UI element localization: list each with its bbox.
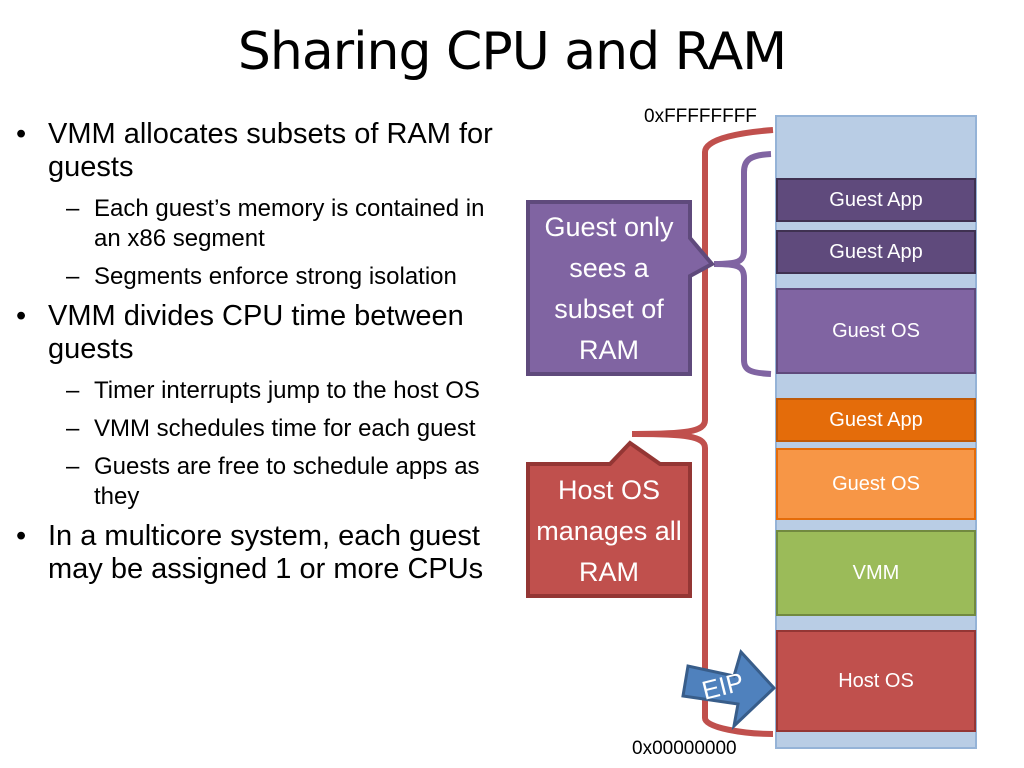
guest-brace: [713, 151, 772, 377]
memory-block-guest-os: Guest OS: [776, 448, 976, 520]
bottom-address-label: 0x00000000: [632, 738, 737, 759]
bullet-item: •VMM divides CPU time between guests: [16, 300, 464, 365]
bullet-item: •VMM allocates subsets of RAM for guests: [16, 118, 493, 183]
host-callout-text: Host OS manages all RAM: [536, 475, 682, 587]
guest-callout-box: [526, 200, 716, 376]
top-address-label: 0xFFFFFFFF: [644, 106, 757, 127]
sub-bullet-text: Timer interrupts jump to the host OS: [94, 377, 480, 404]
memory-block-vmm: VMM: [776, 530, 976, 616]
host-callout-box: [526, 440, 692, 598]
sub-bullet-text: Segments enforce strong isolation: [94, 263, 457, 290]
sub-bullet-item: –Each guest’s memory is contained in an …: [66, 195, 485, 252]
bullet-list: •VMM allocates subsets of RAM for guests…: [14, 118, 494, 596]
memory-block-host-os: Host OS: [776, 630, 976, 732]
bullet-text: VMM allocates subsets of RAM for guests: [48, 118, 493, 183]
sub-bullet-item: –Guests are free to schedule apps as the…: [66, 453, 480, 510]
guest-callout-text: Guest only sees a subset of RAM: [544, 212, 674, 365]
slide-title: Sharing CPU and RAM: [237, 22, 787, 82]
bullet-text: In a multicore system, each guest may be…: [48, 520, 484, 585]
sub-bullet-item: –VMM schedules time for each guest: [66, 415, 476, 442]
bullet-item: •In a multicore system, each guest may b…: [16, 520, 484, 585]
memory-block-guest-app: Guest App: [776, 178, 976, 222]
eip-arrow: [681, 649, 777, 731]
memory-block-guest-app: Guest App: [776, 230, 976, 274]
sub-bullet-text: Each guest’s memory is contained in an x…: [94, 195, 485, 252]
sub-bullet-text: Guests are free to schedule apps as they: [94, 453, 480, 510]
bullet-text: VMM divides CPU time between guests: [48, 300, 464, 365]
memory-block-guest-app: Guest App: [776, 398, 976, 442]
host-brace: [631, 127, 774, 737]
sub-bullet-item: –Segments enforce strong isolation: [66, 263, 457, 290]
memory-block-guest-os: Guest OS: [776, 288, 976, 374]
sub-bullet-text: VMM schedules time for each guest: [94, 415, 476, 442]
sub-bullet-item: –Timer interrupts jump to the host OS: [66, 377, 480, 404]
